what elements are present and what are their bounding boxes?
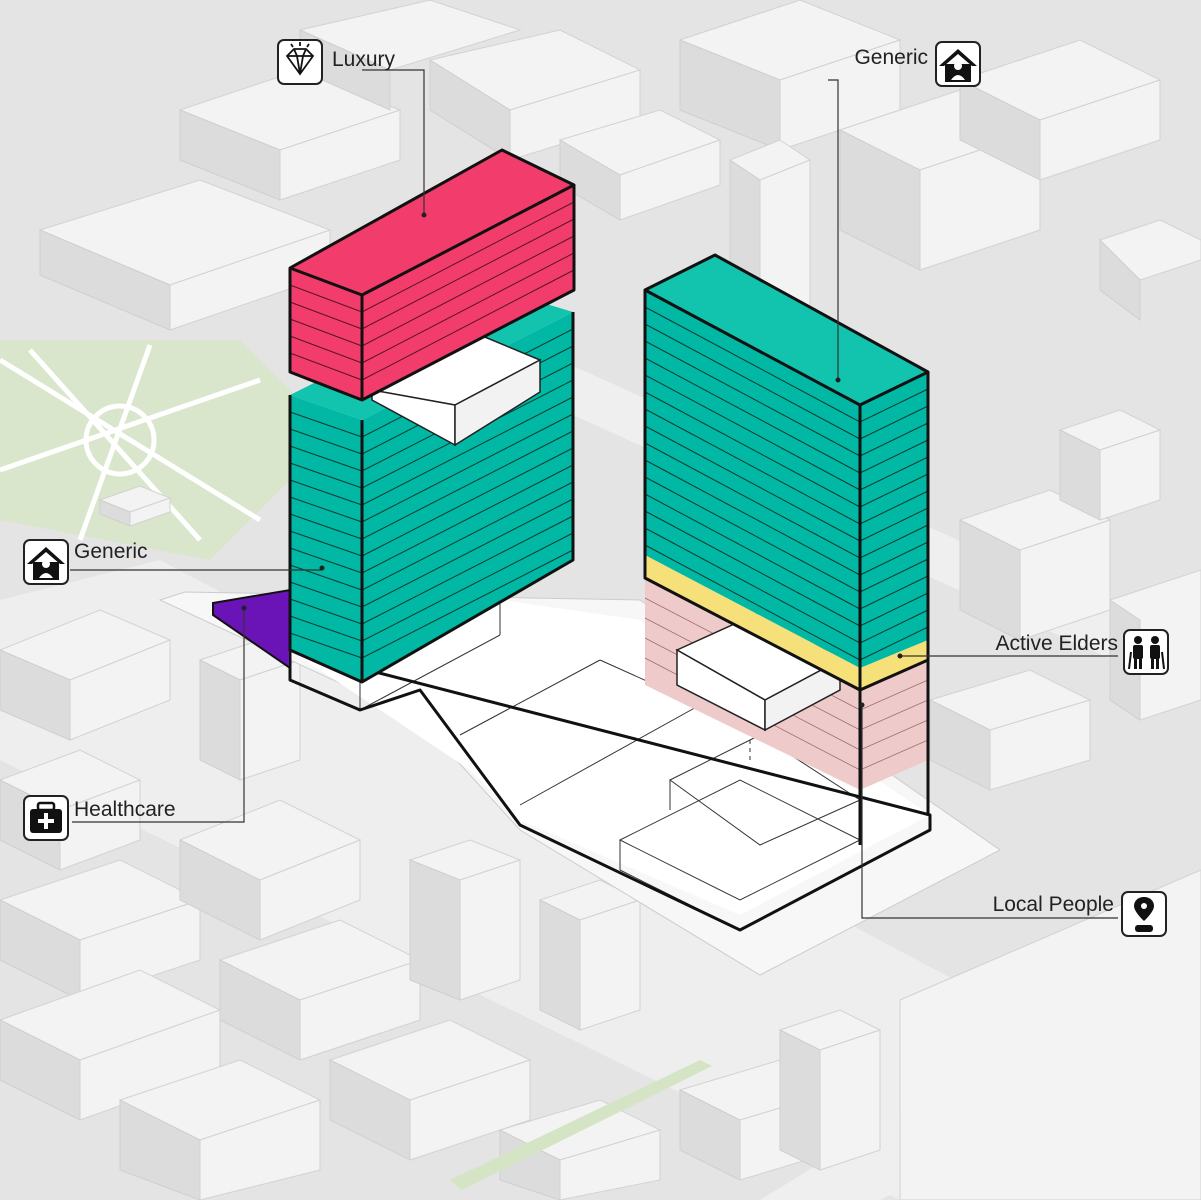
house-person-icon — [939, 49, 977, 82]
label-generic-right: Generic — [854, 41, 981, 87]
local-people-volume — [644, 578, 930, 845]
label-generic-left: Generic — [23, 539, 148, 585]
label-healthcare: Healthcare — [23, 795, 176, 841]
diamond-icon — [285, 42, 315, 76]
local-people-side — [860, 660, 928, 790]
podium-roof — [290, 600, 930, 915]
right-tower-top — [645, 255, 928, 405]
luxury-label: Luxury — [332, 48, 396, 71]
right-tower-generic — [643, 253, 930, 692]
left-tower-front — [290, 395, 362, 682]
house-person-icon — [27, 547, 65, 580]
healthcare-volume — [212, 588, 291, 670]
park-pavilion — [98, 485, 172, 527]
luxury-side — [362, 185, 574, 400]
label-active-elders: Active Elders — [995, 629, 1169, 675]
right-tower-floor-lines — [644, 306, 929, 661]
luxury-floor-lines — [289, 201, 575, 381]
luxury-top — [290, 150, 574, 295]
active-elders-label: Active Elders — [995, 632, 1118, 655]
healthcare-label: Healthcare — [74, 798, 176, 821]
local-people-label: Local People — [993, 893, 1114, 916]
luxury-icon-box — [277, 39, 323, 85]
park-paths — [0, 344, 262, 542]
right-tower-side — [860, 372, 928, 668]
generic-right-label: Generic — [854, 46, 928, 69]
elderly-couple-icon — [1128, 636, 1165, 670]
location-pin-person-icon — [1134, 897, 1154, 932]
left-tower-roof-block-side — [454, 358, 541, 447]
label-local-people: Local People — [993, 891, 1167, 937]
green-strip — [450, 1060, 712, 1190]
generic-left-label: Generic — [74, 540, 148, 563]
luxury-front — [290, 268, 362, 400]
luxury-block — [288, 148, 576, 402]
medical-kit-icon — [30, 801, 62, 833]
leader-lines — [70, 69, 1118, 919]
label-luxury: Luxury — [277, 39, 396, 85]
local-people-roof-block-side — [764, 658, 841, 732]
